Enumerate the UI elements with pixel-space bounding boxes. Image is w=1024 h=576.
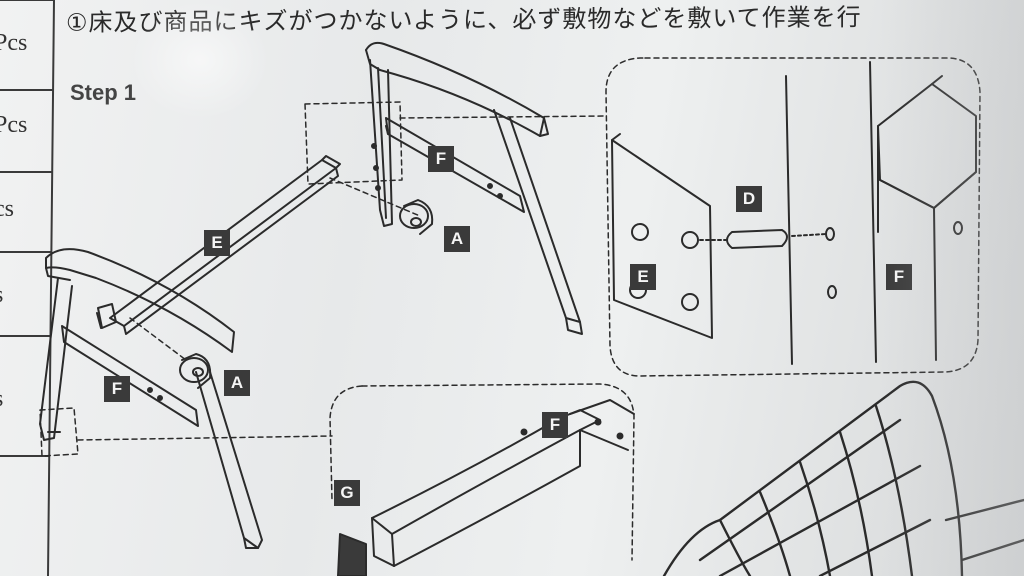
step-title: Step 1 [70,80,137,105]
quantity-cell: s [0,282,3,309]
quantity-table-lines [0,0,55,576]
connector-A-left [179,353,212,389]
header-instruction: ①床及び商品にキズがつかないように、必ず敷物などを敷いて作業を行 [66,3,862,37]
bar-E [96,155,341,335]
part-label-F: F [542,412,568,438]
part-label-F: F [104,376,130,402]
detail-dowel-joint [611,61,977,365]
side-frame-left [39,248,263,549]
part-label-F: F [886,264,912,290]
detail-rail-G [337,399,635,576]
part-label-E: E [630,264,656,290]
part-label-G: G [334,480,360,506]
part-label-A: A [444,226,470,252]
dashed-guides [39,57,981,561]
quantity-cell: Pcs [0,112,28,138]
connector-A-right [399,199,434,235]
quantity-cell: Pcs [0,30,28,56]
part-label-E: E [204,230,230,256]
part-label-F: F [428,146,454,172]
quantity-cell: cs [0,196,14,222]
part-label-A: A [224,370,250,396]
quantity-cell: s [0,386,3,413]
part-label-D: D [736,186,762,212]
side-frame-right [365,41,583,335]
chair-seat-sketch [662,380,1024,576]
